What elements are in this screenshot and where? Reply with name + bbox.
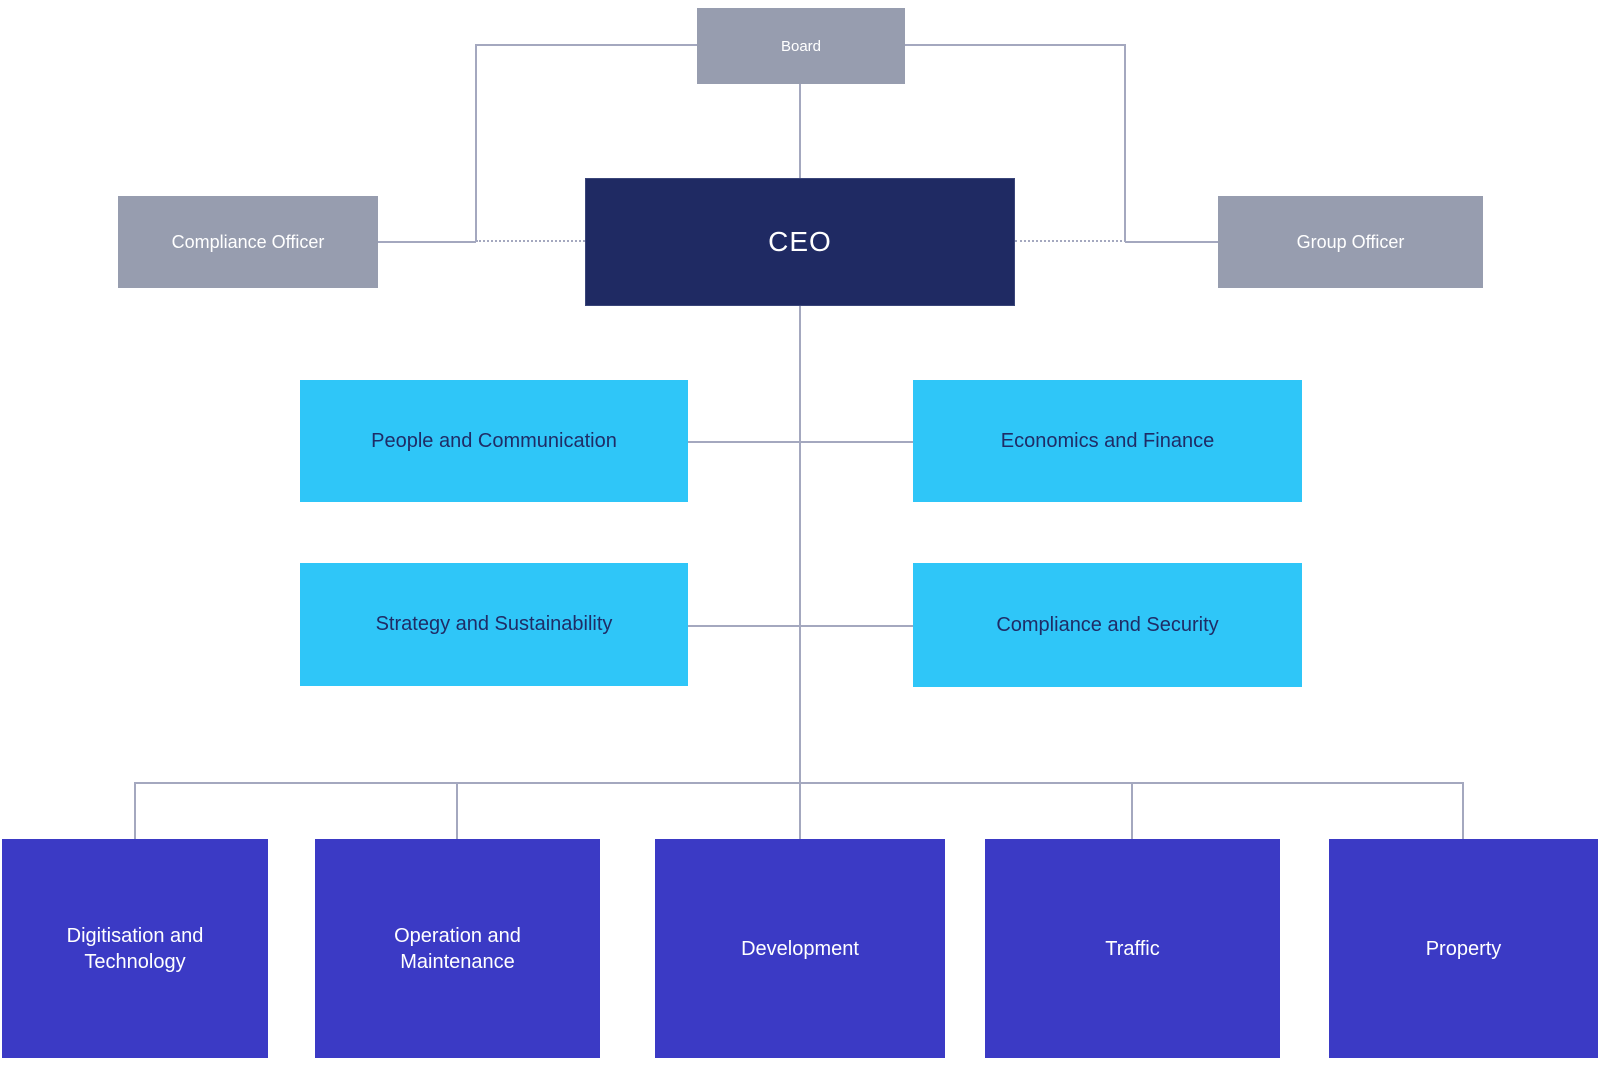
connector-drop-digitisation: [134, 782, 136, 839]
org-node-digitisation-and-technology: Digitisation and Technology: [2, 839, 268, 1058]
connector-compliance-officer-solid: [378, 241, 476, 243]
connector-group-officer-dotted: [1015, 240, 1126, 242]
org-node-people-and-communication-label: People and Communication: [371, 429, 617, 452]
connector-divisions-horizontal: [134, 782, 1464, 784]
org-node-people-and-communication: People and Communication: [300, 380, 688, 502]
connector-drop-property: [1462, 782, 1464, 839]
org-node-ceo: CEO: [585, 178, 1015, 306]
connector-compliance-officer-dotted: [476, 240, 585, 242]
connector-group-officer-solid: [1125, 241, 1218, 243]
org-node-traffic: Traffic: [985, 839, 1280, 1058]
connector-board-right-vertical: [1124, 44, 1126, 242]
org-node-compliance-and-security-label: Compliance and Security: [996, 613, 1219, 636]
org-node-board-label: Board: [780, 37, 822, 55]
org-node-strategy-and-sustainability-label: Strategy and Sustainability: [375, 613, 613, 635]
org-node-strategy-and-sustainability: Strategy and Sustainability: [300, 563, 688, 686]
org-node-development-label: Development: [741, 937, 859, 960]
connector-ceo-trunk-vertical: [799, 306, 801, 839]
org-node-property: Property: [1329, 839, 1598, 1058]
connector-board-left-vertical: [475, 44, 477, 242]
org-node-property-label: Property: [1425, 937, 1502, 960]
org-node-compliance-and-security: Compliance and Security: [913, 563, 1302, 687]
org-node-development: Development: [655, 839, 945, 1058]
connector-drop-operation: [456, 782, 458, 839]
org-node-group-officer: Group Officer: [1218, 196, 1483, 288]
connector-drop-traffic: [1131, 782, 1133, 839]
org-node-ceo-label: CEO: [768, 226, 832, 257]
connector-staff-row2: [688, 625, 913, 627]
connector-board-right-horizontal: [905, 44, 1126, 46]
org-node-compliance-officer-label: Compliance Officer: [171, 231, 325, 252]
org-node-compliance-officer: Compliance Officer: [118, 196, 378, 288]
org-node-board: Board: [697, 8, 905, 84]
connector-board-ceo: [799, 84, 801, 178]
org-node-traffic-label: Traffic: [1105, 937, 1160, 960]
org-node-operation-and-maintenance: Operation and Maintenance: [315, 839, 600, 1058]
org-node-digitisation-and-technology-label: Digitisation and Technology: [66, 924, 204, 973]
connector-board-left-horizontal: [475, 44, 697, 46]
connector-staff-row1: [688, 441, 913, 443]
org-node-economics-and-finance-label: Economics and Finance: [1000, 429, 1215, 452]
org-node-economics-and-finance: Economics and Finance: [913, 380, 1302, 502]
org-node-operation-and-maintenance-label: Operation and Maintenance: [394, 924, 521, 973]
org-node-group-officer-label: Group Officer: [1296, 231, 1405, 252]
